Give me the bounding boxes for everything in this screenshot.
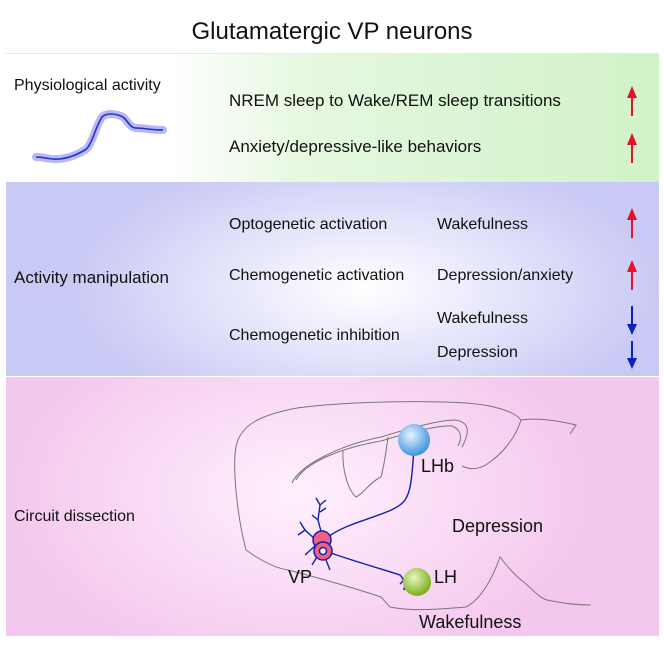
vp-label: VP [288, 567, 313, 587]
activity-trace [32, 110, 167, 164]
up-arrow-icon [627, 86, 637, 116]
up-arrow-icon [627, 133, 637, 163]
circuit-dissection-label: Circuit dissection [14, 508, 135, 525]
method-optogenetic-activation: Optogenetic activation [229, 216, 388, 233]
finding-sleep-transitions: NREM sleep to Wake/REM sleep transitions [229, 91, 561, 110]
finding-anxiety: Anxiety/depressive-like behaviors [229, 137, 482, 156]
outcome-depression: Depression [452, 516, 544, 536]
lh-region [403, 568, 431, 596]
effect-depression-inhibition: Depression [437, 344, 518, 361]
lh-label: LH [434, 567, 458, 587]
activity-manipulation-label: Activity manipulation [14, 268, 169, 287]
down-arrow-icon [627, 306, 637, 335]
effect-wakefulness: Wakefulness [437, 216, 528, 233]
effect-depression-anxiety: Depression/anxiety [437, 267, 574, 284]
panel-activity-manipulation [6, 182, 659, 376]
figure-title: Glutamatergic VP neurons [191, 18, 473, 45]
physiological-activity-label: Physiological activity [14, 77, 161, 94]
neuron-projections [297, 435, 425, 591]
up-arrow-icon [627, 260, 637, 290]
method-chemogenetic-activation: Chemogenetic activation [229, 267, 405, 284]
vp-neurons [312, 530, 333, 561]
lhb-region [398, 424, 430, 456]
down-arrow-icon [627, 341, 637, 369]
outcome-wakefulness: Wakefulness [419, 612, 522, 632]
lhb-label: LHb [421, 456, 455, 476]
effect-wakefulness-inhibition: Wakefulness [437, 310, 528, 327]
brain-outline [234, 401, 592, 611]
method-chemogenetic-inhibition: Chemogenetic inhibition [229, 327, 400, 344]
up-arrow-icon [627, 208, 637, 238]
